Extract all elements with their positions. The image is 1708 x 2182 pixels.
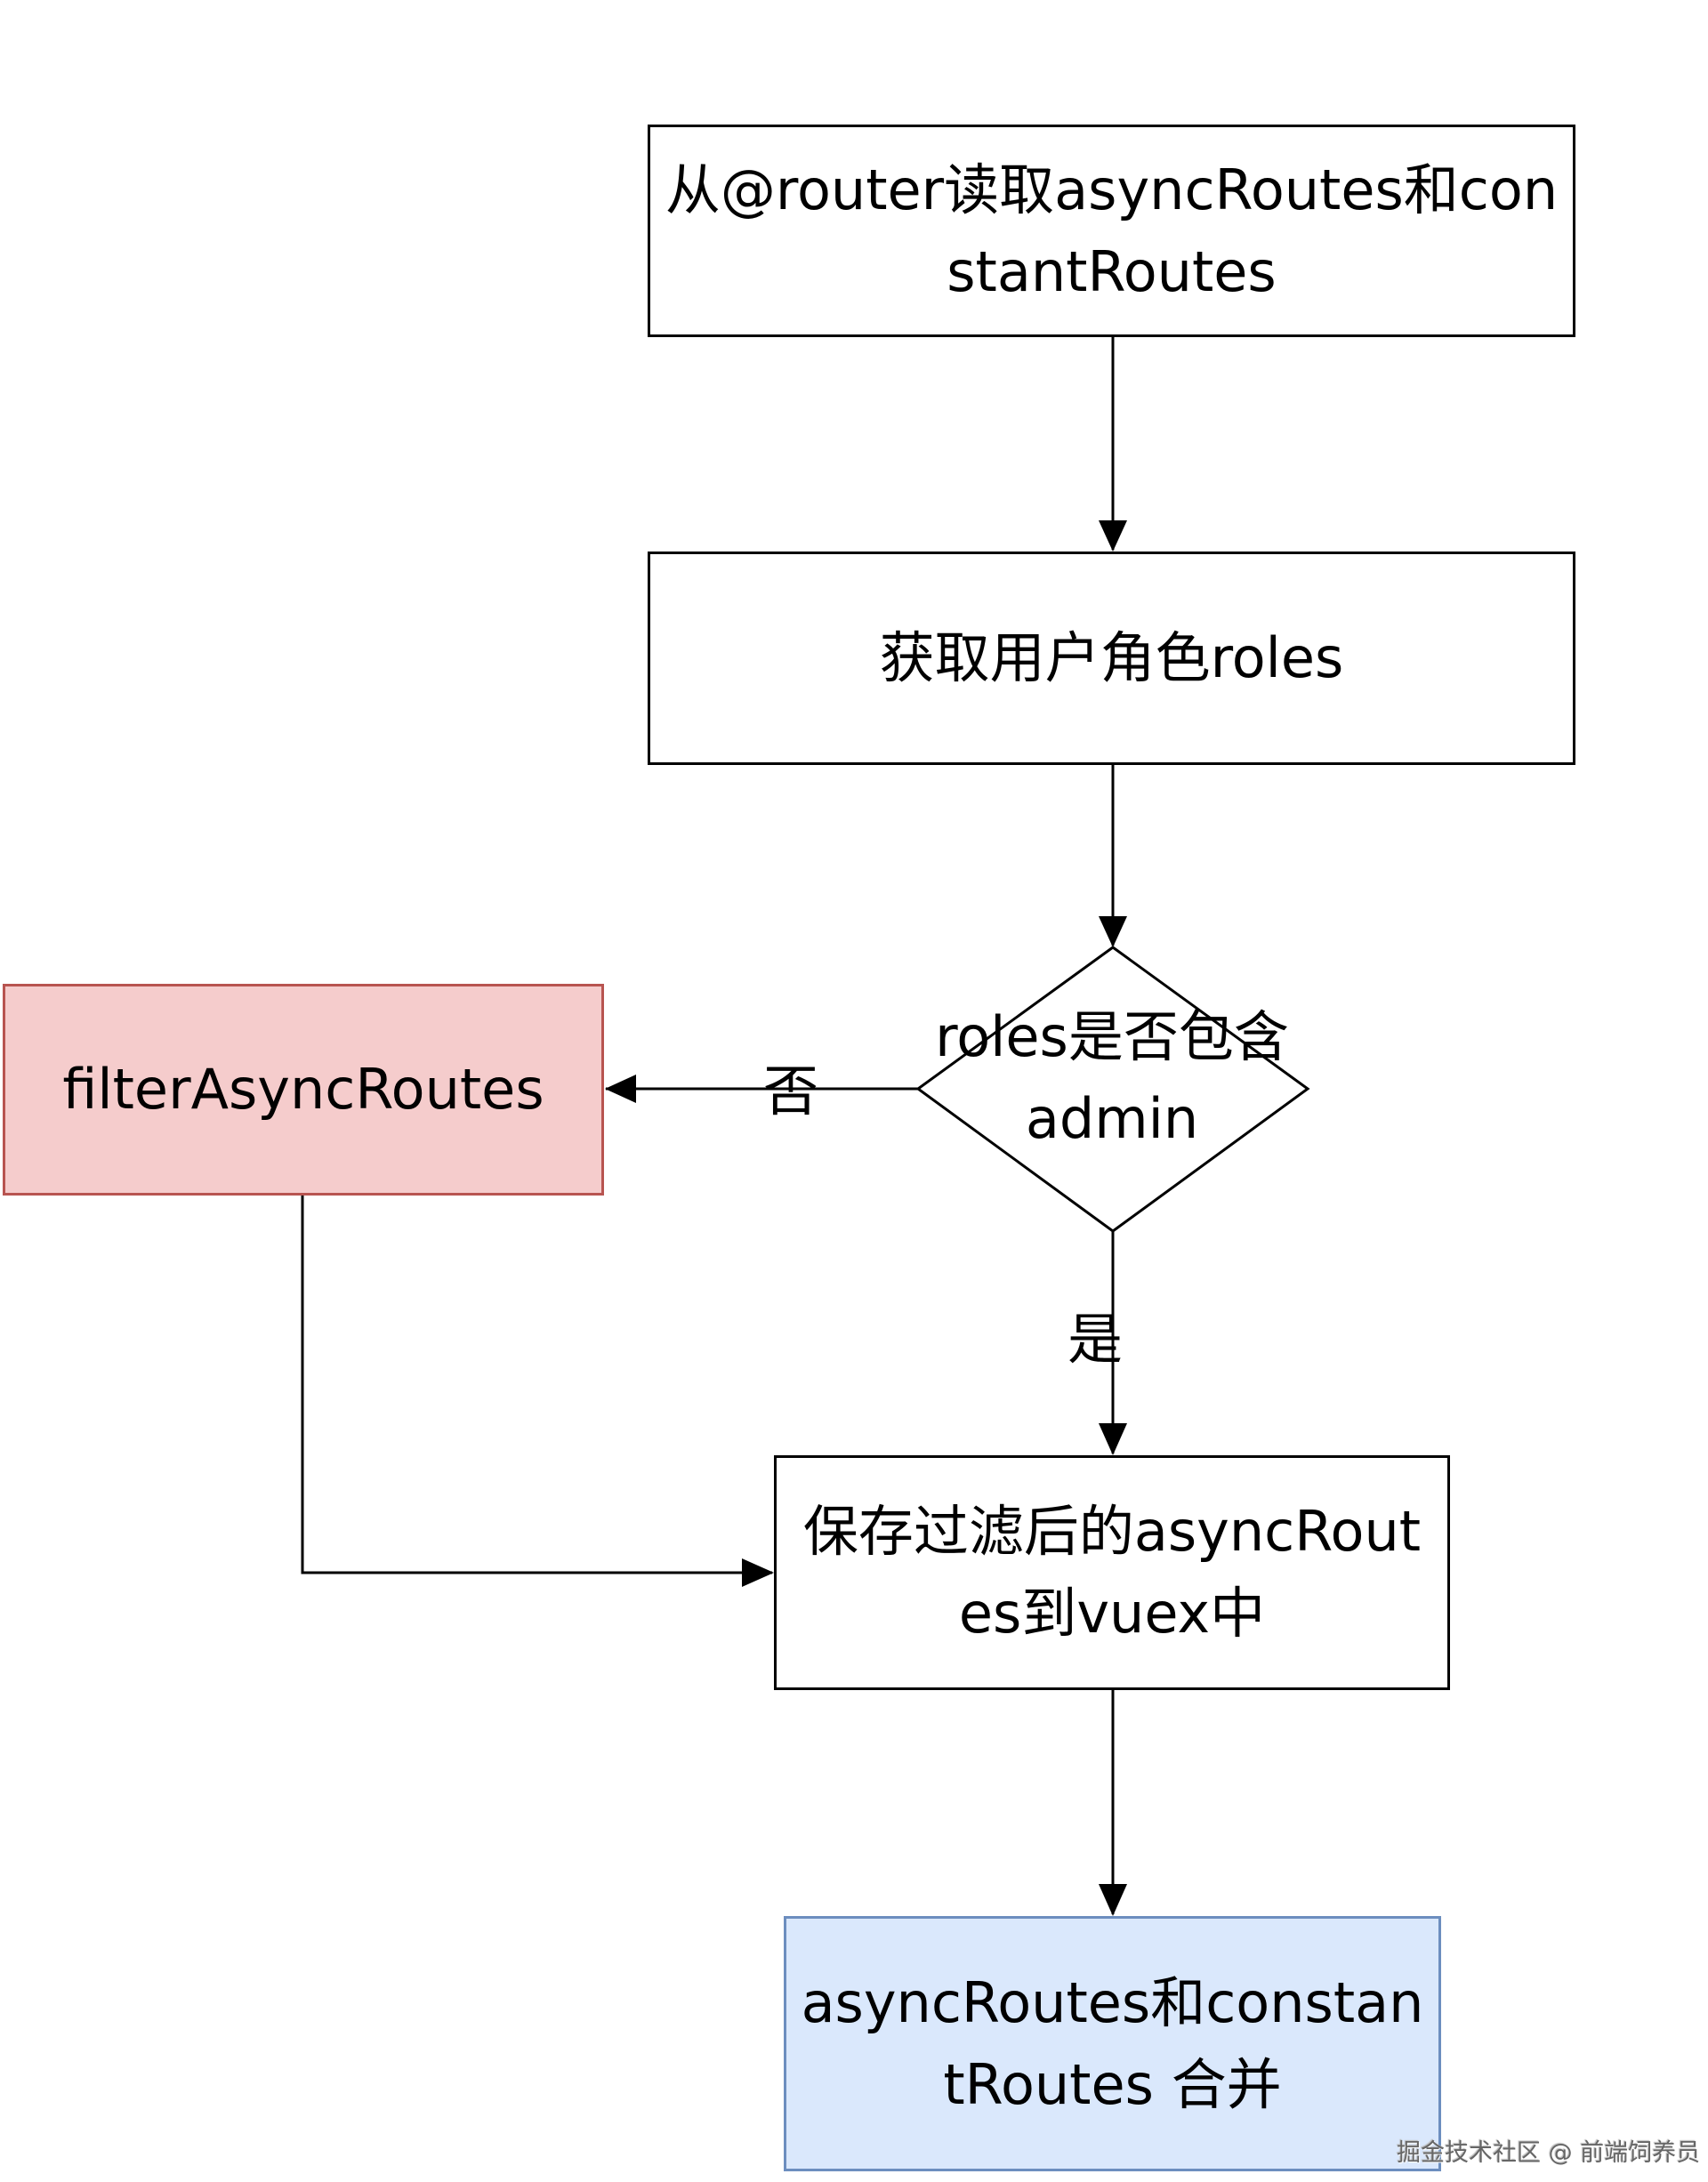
arrowhead: [742, 1558, 774, 1587]
arrowhead: [1099, 1884, 1127, 1916]
node-filter-async-routes: filterAsyncRoutes: [3, 984, 604, 1196]
node-save-text: 保存过滤后的asyncRoutes到vuex中: [802, 1499, 1422, 1646]
decision-text: roles是否包含admin: [935, 1004, 1289, 1151]
arrowhead: [1099, 1423, 1127, 1455]
node-get-roles-text: 获取用户角色roles: [879, 625, 1344, 690]
edge-label-no: 否: [763, 1059, 819, 1123]
node-get-roles: 获取用户角色roles: [648, 552, 1575, 765]
arrowhead: [1099, 916, 1127, 947]
edge-label-yes: 是: [1068, 1307, 1124, 1372]
arrowhead: [605, 1075, 636, 1103]
arrow-filter-to-save: [301, 1196, 772, 1574]
arrowhead: [1099, 520, 1127, 552]
watermark: 掘金技术社区 @ 前端饲养员: [1397, 2139, 1701, 2167]
node-save-vuex: 保存过滤后的asyncRoutes到vuex中: [774, 1455, 1450, 1690]
node-read-routes-text: 从@router读取asyncRoutes和constantRoutes: [665, 157, 1559, 304]
node-read-routes: 从@router读取asyncRoutes和constantRoutes: [648, 125, 1575, 337]
node-filter-text: filterAsyncRoutes: [62, 1057, 544, 1122]
node-merge-routes: asyncRoutes和constantRoutes 合并: [784, 1916, 1441, 2171]
node-merge-text: asyncRoutes和constantRoutes 合并: [801, 1969, 1424, 2117]
